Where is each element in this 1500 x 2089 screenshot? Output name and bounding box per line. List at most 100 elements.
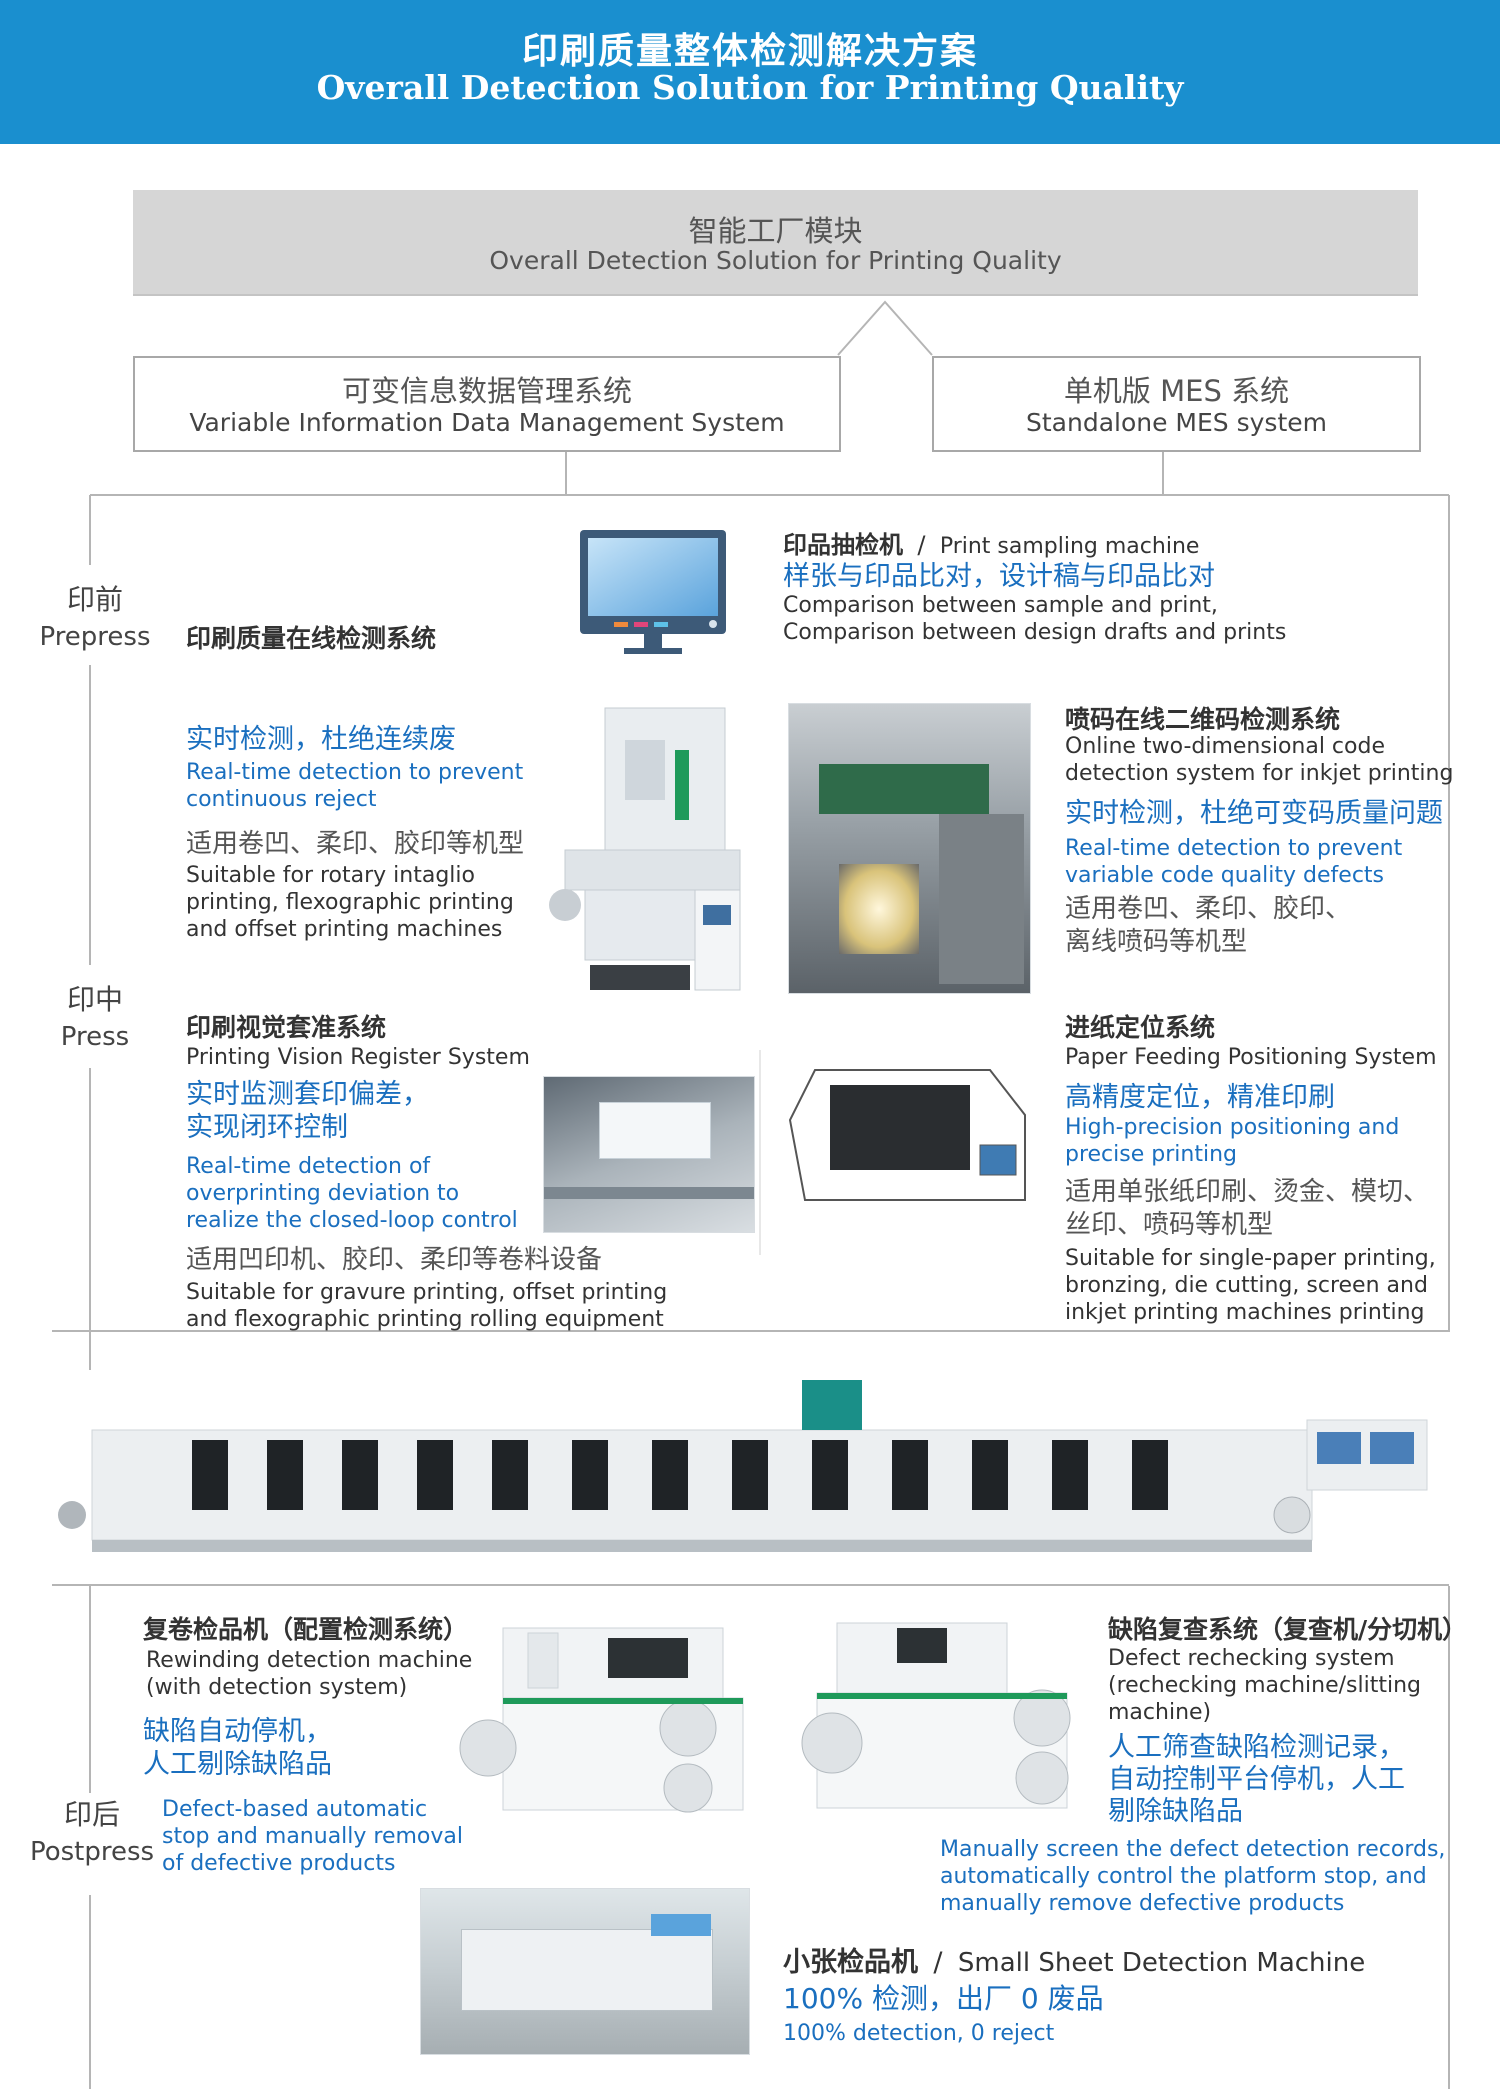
feeding-feature-zh: 高精度定位，精准印刷 [1065, 1082, 1335, 1113]
qr-feature-zh: 实时检测，杜绝可变码质量问题 [1065, 798, 1443, 829]
recheck-feature-en-1: Manually screen the defect detection rec… [940, 1837, 1446, 1862]
qr-feature-en-1: Real-time detection to prevent [1065, 836, 1403, 861]
realtime-suit-en-3: and offset printing machines [186, 917, 503, 942]
rewinding-feature-en-3: of defective products [162, 1851, 396, 1876]
qr-title-zh: 喷码在线二维码检测系统 [1065, 705, 1341, 734]
register-feature-en-1: Real-time detection of [186, 1154, 431, 1179]
feeding-feature-en-1: High-precision positioning and [1065, 1115, 1400, 1140]
system-title-zh: 单机版 MES 系统 [1063, 374, 1290, 408]
recheck-machine-image [801, 1622, 1071, 1809]
sampling-desc-en-1: Comparison between sample and print, [783, 593, 1218, 618]
recheck-title-en-2: (rechecking machine/slitting [1108, 1673, 1422, 1698]
register-title-en: Printing Vision Register System [186, 1045, 530, 1070]
page-title-en: Overall Detection Solution for Printing … [316, 68, 1184, 107]
recheck-feature-zh-3: 剔除缺陷品 [1108, 1796, 1243, 1827]
realtime-feature-en-2: continuous reject [186, 787, 377, 812]
register-system-image [543, 1076, 755, 1233]
register-title-zh: 印刷视觉套准系统 [186, 1013, 387, 1042]
variable-info-system-box: 可变信息数据管理系统 Variable Information Data Man… [133, 356, 841, 452]
machine-side [939, 814, 1024, 984]
recheck-feature-en-3: manually remove defective products [940, 1891, 1345, 1916]
feeding-suit-en-2: bronzing, die cutting, screen and [1065, 1273, 1428, 1298]
register-feature-en-3: realize the closed-loop control [186, 1208, 518, 1233]
title-separator: / [917, 531, 926, 559]
stage-prepress: 印前 Prepress [30, 578, 160, 652]
module-title-en: Overall Detection Solution for Printing … [489, 246, 1062, 275]
stage-label-zh: 印后 [63, 1798, 120, 1831]
feeding-feature-en-2: precise printing [1065, 1142, 1237, 1167]
small-sheet-title-zh: 小张检品机 [783, 1947, 918, 1978]
online-detection-system-title: 印刷质量在线检测系统 [186, 624, 437, 653]
rewinding-feature-zh-1: 缺陷自动停机， [143, 1716, 332, 1747]
monitor-icon [580, 530, 726, 654]
feeding-suit-zh-2: 丝印、喷码等机型 [1065, 1210, 1274, 1240]
recheck-feature-zh-1: 人工筛查缺陷检测记录， [1108, 1732, 1405, 1763]
small-sheet-feature-zh: 100% 检测，出厂 0 废品 [783, 1982, 1104, 2015]
machine-sign [651, 1914, 711, 1936]
stage-label-zh: 印中 [66, 983, 123, 1016]
stage-postpress: 印后 Postpress [22, 1793, 162, 1867]
stage-label-en: Press [60, 1022, 130, 1052]
qr-suit-zh-1: 适用卷凹、柔印、胶印、 [1065, 894, 1352, 924]
realtime-suit-en-1: Suitable for rotary intaglio [186, 863, 475, 888]
rewinding-feature-zh-2: 人工剔除缺陷品 [143, 1749, 332, 1780]
realtime-suit-en-2: printing, flexographic printing [186, 890, 514, 915]
sampling-title-zh: 印品抽检机 [783, 531, 903, 559]
mes-system-box: 单机版 MES 系统 Standalone MES system [932, 356, 1421, 452]
rewinding-feature-en-1: Defect-based automatic [162, 1797, 428, 1822]
light-glow [839, 864, 919, 954]
machine-body [461, 1929, 713, 2011]
qr-title-en-2: detection system for inkjet printing [1065, 761, 1454, 786]
register-feature-zh-1: 实时监测套印偏差， [186, 1079, 429, 1110]
recheck-title-en-1: Defect rechecking system [1108, 1646, 1395, 1671]
page-title-zh: 印刷质量整体检测解决方案 [521, 31, 978, 72]
feeding-machine-image [788, 1069, 1026, 1201]
title-separator: / [933, 1947, 943, 1978]
inkjet-system-image [788, 703, 1031, 994]
register-feature-en-2: overprinting deviation to [186, 1181, 460, 1206]
rewinding-title-zh: 复卷检品机（配置检测系统） [143, 1615, 469, 1644]
recheck-title-zh: 缺陷复查系统（复查机/分切机） [1108, 1615, 1468, 1644]
module-title-zh: 智能工厂模块 [688, 214, 863, 248]
sampling-title-en: Print sampling machine [939, 534, 1200, 559]
register-suit-en-2: and flexographic printing rolling equipm… [186, 1307, 664, 1332]
small-sheet-title: 小张检品机 / Small Sheet Detection Machine [783, 1940, 1365, 1979]
system-title-en: Variable Information Data Management Sys… [189, 408, 785, 437]
register-suit-zh: 适用凹印机、胶印、柔印等卷料设备 [186, 1245, 603, 1275]
stage-label-zh: 印前 [66, 583, 123, 616]
stage-label-en: Prepress [39, 622, 151, 652]
system-title-zh: 可变信息数据管理系统 [341, 374, 632, 408]
sampling-feature-zh: 样张与印品比对，设计稿与印品比对 [783, 561, 1215, 592]
feeding-title-zh: 进纸定位系统 [1065, 1013, 1216, 1042]
feeding-suit-zh-1: 适用单张纸印刷、烫金、模切、 [1065, 1177, 1430, 1207]
feeding-suit-en-3: inkjet printing machines printing [1065, 1300, 1425, 1325]
realtime-feature-en-1: Real-time detection to prevent [186, 760, 524, 785]
recheck-feature-zh-2: 自动控制平台停机，人工 [1108, 1764, 1405, 1795]
qr-feature-en-2: variable code quality defects [1065, 863, 1385, 888]
rewinding-feature-en-2: stop and manually removal [162, 1824, 464, 1849]
smart-factory-module: 智能工厂模块 Overall Detection Solution for Pr… [133, 190, 1418, 296]
register-suit-en-1: Suitable for gravure printing, offset pr… [186, 1280, 668, 1305]
small-sheet-title-en: Small Sheet Detection Machine [957, 1948, 1366, 1978]
qr-suit-zh-2: 离线喷码等机型 [1065, 927, 1248, 957]
header-banner: 印刷质量整体检测解决方案 Overall Detection Solution … [0, 0, 1500, 144]
rewinding-title-en-2: (with detection system) [146, 1675, 408, 1700]
feeding-title-en: Paper Feeding Positioning System [1065, 1045, 1437, 1070]
small-sheet-feature-en: 100% detection, 0 reject [783, 2021, 1055, 2046]
feeding-suit-en-1: Suitable for single-paper printing, [1065, 1246, 1436, 1271]
realtime-feature-zh: 实时检测，杜绝连续废 [186, 724, 456, 755]
qr-title-en-1: Online two-dimensional code [1065, 734, 1385, 759]
rail [544, 1187, 754, 1199]
register-feature-zh-2: 实现闭环控制 [186, 1112, 348, 1143]
system-title-en: Standalone MES system [1025, 408, 1327, 437]
rewinding-title-en-1: Rewinding detection machine [146, 1648, 473, 1673]
recheck-feature-en-2: automatically control the platform stop,… [940, 1864, 1427, 1889]
inspection-machine-image [549, 707, 741, 991]
stage-label-en: Postpress [29, 1837, 155, 1867]
sampling-title: 印品抽检机 / Print sampling machine [783, 525, 1199, 560]
camera-box [599, 1102, 711, 1159]
machine-panel [819, 764, 989, 814]
realtime-suit-zh: 适用卷凹、柔印、胶印等机型 [186, 829, 525, 859]
rewinding-machine-image [459, 1627, 744, 1813]
